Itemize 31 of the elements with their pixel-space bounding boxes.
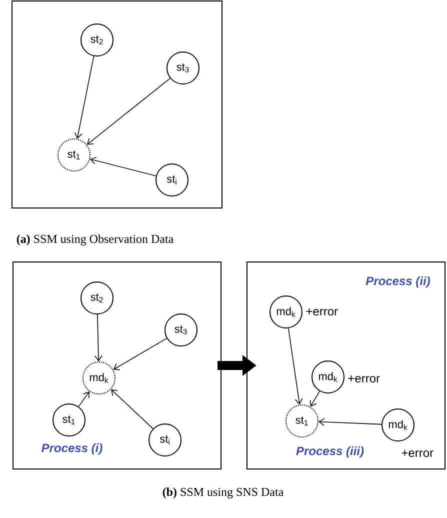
arrow — [111, 389, 154, 430]
arrow — [288, 328, 303, 405]
process-label: Process (i) — [42, 443, 102, 455]
circle-node: st$_{1}$ — [52, 404, 86, 436]
circle-node: md$_{k}$ — [382, 408, 414, 442]
arrow — [310, 390, 320, 407]
arrow — [74, 56, 94, 139]
error-label: +error — [402, 450, 434, 458]
circle-node: st$_{i}$ — [148, 424, 182, 456]
circle-node: st$_{3}$ — [166, 52, 200, 84]
process-label: Process (ii) — [366, 276, 430, 288]
panel-box — [12, 262, 222, 470]
circle-node: md$_{k}$ — [312, 360, 344, 394]
arrow — [90, 156, 156, 176]
circle-node: st$_{3}$ — [164, 314, 198, 346]
circle-node: st$_{2}$ — [80, 24, 114, 56]
panel-box — [246, 262, 446, 470]
arrow — [318, 418, 382, 426]
arrow — [94, 314, 102, 362]
arrow — [113, 338, 168, 370]
error-label: +error — [348, 375, 380, 383]
panel-box — [12, 0, 222, 208]
caption: (b) SSM using SNS Data — [162, 488, 284, 498]
arrow — [86, 78, 171, 145]
process-label: Process (iii) — [296, 446, 364, 458]
arrow — [78, 391, 90, 407]
circle-node: md$_{k}$ — [270, 296, 302, 328]
circle-node: st$_{2}$ — [80, 282, 114, 314]
error-label: +error — [306, 308, 338, 316]
caption: (a) SSM using Observation Data — [16, 234, 174, 246]
circle-node: st$_{i}$ — [156, 164, 188, 196]
